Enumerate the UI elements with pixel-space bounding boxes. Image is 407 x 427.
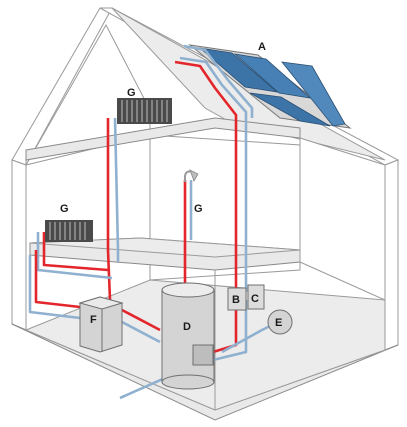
lower-radiator-flow — [42, 232, 109, 272]
boiler-flow — [34, 250, 81, 309]
expansion-vessel-body — [267, 309, 293, 335]
right-wall — [384, 159, 399, 351]
tank-heat-exchanger — [192, 344, 214, 366]
storage-tank — [161, 282, 215, 390]
label-a: A — [258, 41, 266, 53]
lower-radiator-return — [36, 232, 113, 280]
collector-panel-4 — [281, 61, 346, 127]
label-c: C — [251, 293, 259, 305]
tank-body — [161, 289, 215, 383]
radiator-lower-body — [45, 220, 93, 242]
radiator-upper-fins — [121, 100, 168, 122]
boiler-top — [78, 296, 124, 310]
label-f: F — [90, 314, 97, 326]
label-g-lower: G — [60, 203, 69, 215]
pump-box — [247, 284, 265, 310]
label-g-shower: G — [194, 203, 203, 215]
solar-flow-pipe — [174, 60, 238, 292]
front-wall-left — [11, 159, 27, 331]
label-g-upper: G — [127, 87, 136, 99]
expansion-vessel — [267, 309, 293, 335]
boiler — [78, 296, 124, 353]
boiler-return — [28, 255, 81, 320]
solar-return-collector — [183, 44, 254, 118]
radiator-upper-body — [117, 98, 172, 124]
collector-panel-3 — [249, 92, 331, 127]
shower — [184, 169, 199, 182]
label-e: E — [275, 317, 282, 329]
solar-return-pipe — [179, 56, 248, 292]
upper-radiator-flow — [106, 118, 112, 301]
right-inner-wall — [299, 137, 386, 301]
collector-panel-1 — [198, 47, 279, 93]
shower-head — [189, 169, 199, 182]
piping — [28, 44, 273, 400]
radiator-lower-fins — [49, 222, 86, 240]
tank-to-controller-return — [212, 300, 248, 362]
controller-box — [227, 287, 247, 311]
boiler-to-tank-flow — [121, 308, 161, 332]
collector-panel-2 — [233, 53, 312, 99]
upper-radiator-return — [113, 117, 120, 262]
radiator-upper — [117, 98, 172, 124]
pump-station — [247, 284, 265, 310]
label-b: B — [232, 294, 240, 306]
boiler-to-tank-return — [121, 320, 161, 344]
controller — [227, 287, 247, 311]
tank-bottom — [161, 374, 215, 390]
cold-water-inlet — [119, 376, 166, 400]
solar-collectors — [188, 44, 352, 129]
tank-top — [161, 282, 215, 298]
radiator-lower — [45, 220, 93, 242]
label-d: D — [183, 321, 191, 333]
